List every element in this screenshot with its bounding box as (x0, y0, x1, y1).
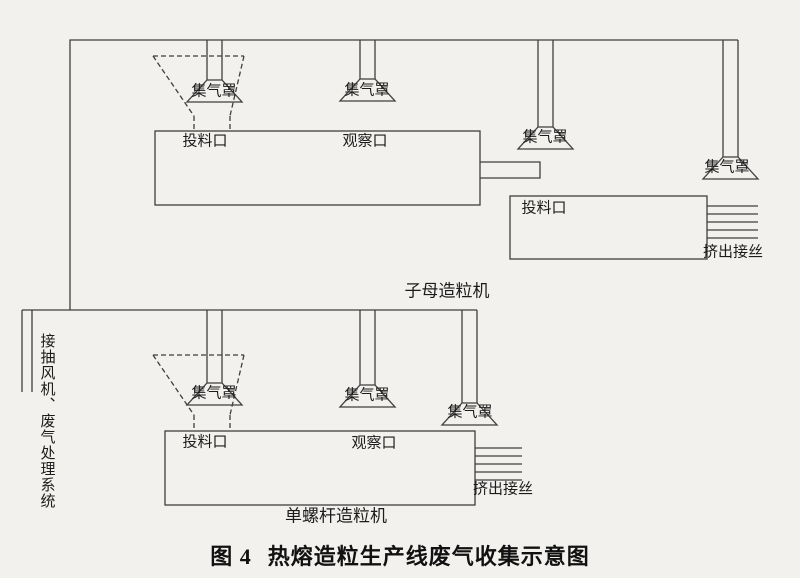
extrusion-strands-top (707, 205, 758, 239)
drop-observe-top (359, 40, 376, 79)
hood-observe-bottom (338, 384, 397, 408)
hood-label: 集气罩 (344, 82, 390, 99)
strand-lines-top (707, 205, 758, 239)
extrusion-strands-bottom (475, 447, 522, 481)
hood-label: 集气罩 (704, 159, 750, 176)
hopper-top (152, 55, 245, 131)
hopper-bottom (152, 354, 245, 431)
machine-bodies (154, 130, 708, 506)
extrusion-label: 挤出接丝 (702, 244, 764, 261)
observe-port-label: 观察口 (342, 133, 388, 150)
hood-extrude-bottom (440, 402, 499, 426)
hood-label: 集气罩 (344, 387, 390, 404)
gas-collection-hoods (185, 78, 760, 426)
machine-name-single-screw-granulator: 单螺杆造粒机 (285, 506, 387, 526)
strand-lines-bottom (475, 447, 522, 481)
drop-feed2-top (537, 40, 554, 127)
hood-extrude-top (701, 156, 760, 180)
feed-hoppers-dashed (152, 55, 245, 431)
machine-name-twin-granulator: 子母造粒机 (404, 281, 490, 301)
drop-hopper-bottom (206, 310, 223, 383)
twin-granulator-connector (480, 161, 541, 179)
drop-observe-bottom (359, 310, 376, 385)
extrusion-label: 挤出接丝 (472, 481, 534, 498)
feed-port-label: 投料口 (521, 200, 567, 217)
drop-hopper-top (206, 40, 223, 80)
duct-network (21, 39, 760, 506)
figure-number: 图 4 (210, 544, 252, 569)
drop-extrude-top (722, 40, 739, 157)
hood-feed2-top (516, 126, 575, 150)
feed-port-label: 投料口 (182, 133, 228, 150)
hood-label: 集气罩 (447, 404, 493, 421)
twin-granulator-body-second (509, 195, 708, 260)
twin-granulator-body-main (154, 130, 481, 206)
drop-extrude-bottom (461, 310, 478, 403)
main-duct-top-run (69, 39, 738, 310)
figure-caption: 图 4 热熔造粒生产线废气收集示意图 (0, 539, 800, 571)
hood-label: 集气罩 (191, 385, 237, 402)
hood-observe-top (338, 78, 397, 102)
single-screw-granulator-body (164, 430, 476, 506)
feed-port-label: 投料口 (182, 434, 228, 451)
hood-label: 集气罩 (522, 129, 568, 146)
hood-hopper-bottom (185, 382, 244, 406)
exhaust-system-label: 接抽风机、废气处理系统 (38, 333, 55, 509)
hood-hopper-top (185, 79, 244, 103)
hood-label: 集气罩 (191, 83, 237, 100)
figure-title: 热熔造粒生产线废气收集示意图 (267, 544, 590, 569)
exhaust-duct (21, 310, 33, 392)
observe-port-label: 观察口 (351, 435, 397, 452)
